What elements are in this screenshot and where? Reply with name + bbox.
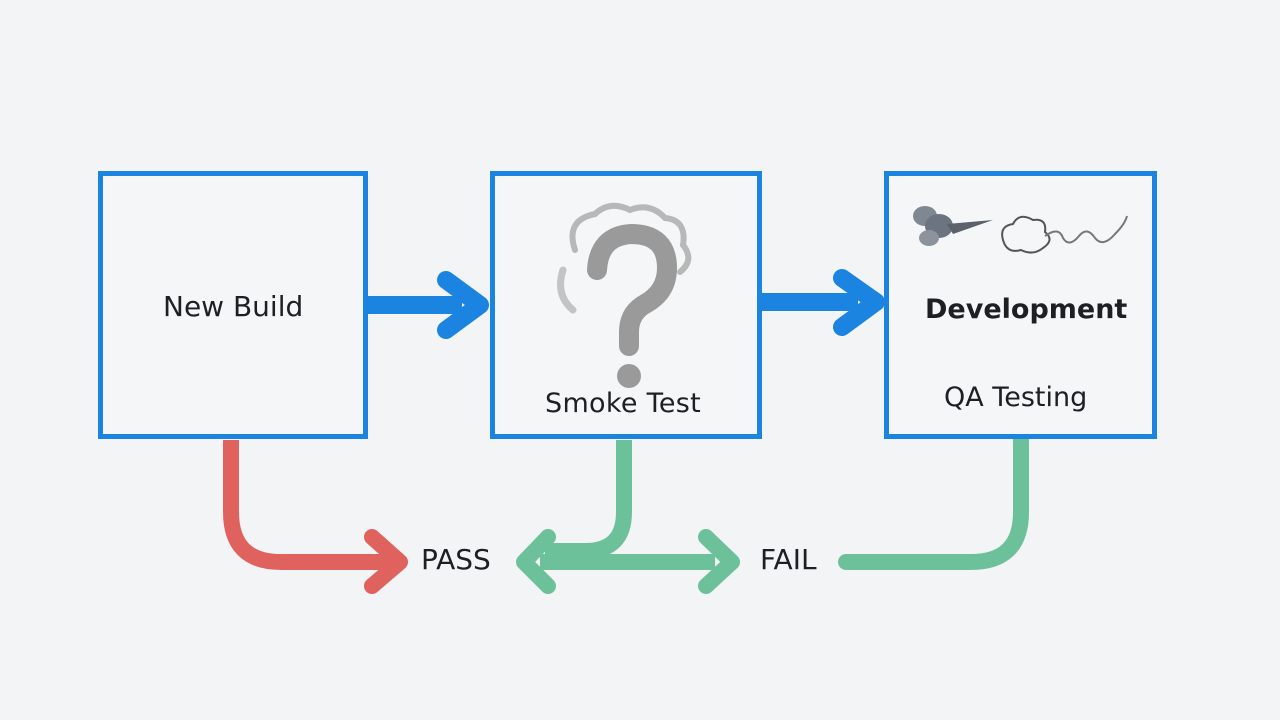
development-label: Development	[925, 294, 1128, 325]
arrow-qa-to-fail	[838, 432, 1029, 570]
smoke-test-label: Smoke Test	[545, 388, 701, 419]
arrow-newbuild-to-smoketest	[368, 271, 489, 339]
arrow-newbuild-to-pass	[223, 440, 408, 594]
pass-label: PASS	[421, 543, 491, 576]
node-new-build: New Build	[98, 171, 368, 439]
node-smoke-test: Smoke Test	[490, 171, 762, 439]
arrow-smoketest-split	[516, 440, 740, 594]
arrow-smoketest-to-development	[762, 269, 885, 336]
fail-label: FAIL	[760, 543, 817, 576]
qa-testing-label: QA Testing	[944, 382, 1088, 413]
question-smoke-icon	[557, 202, 692, 388]
steam-icon	[913, 206, 1128, 254]
new-build-label: New Build	[163, 290, 304, 323]
node-development-qa: Development QA Testing	[884, 171, 1157, 439]
